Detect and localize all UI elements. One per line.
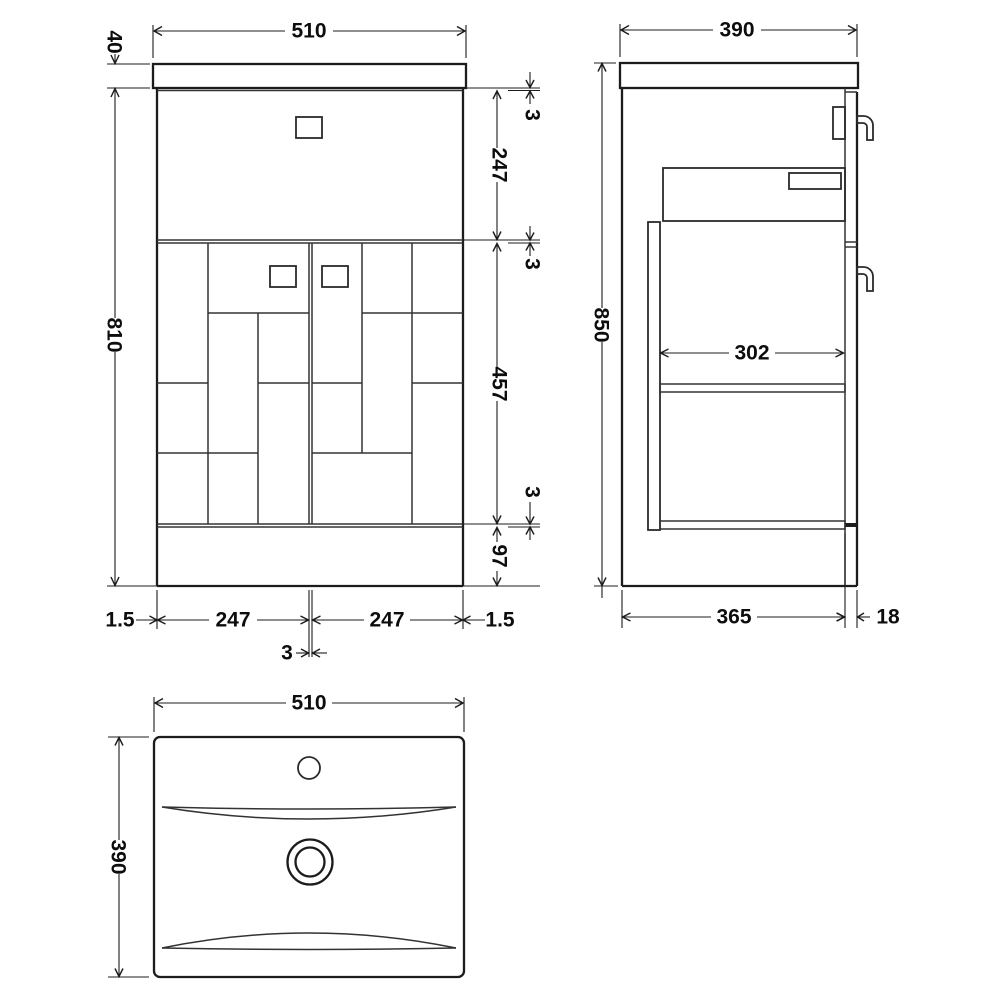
side-elevation-view: 390 850 302 365 <box>590 19 900 629</box>
dim-label-internal-depth: 302 <box>734 342 769 365</box>
internal-shelf <box>659 383 846 393</box>
dim-plan-width: 510 <box>153 692 465 732</box>
dim-label-mid-gap: 3 <box>521 258 544 270</box>
basin-recess-slot <box>788 172 842 190</box>
basin-recess-box <box>662 167 846 222</box>
basin-front-edge-curves <box>161 932 457 951</box>
dim-label-plan-depth: 390 <box>107 839 130 874</box>
dim-plan-depth: 390 <box>107 735 149 979</box>
dim-front-right-chain: 3 247 3 457 3 <box>463 72 544 588</box>
front-right-door-block-pattern <box>312 243 463 524</box>
front-left-door-block-pattern <box>157 243 309 524</box>
dim-front-worktop-and-height: 40 810 <box>103 30 157 588</box>
dim-label-top-gap: 3 <box>521 109 544 121</box>
dim-side-bottom-chain: 365 18 <box>620 533 900 629</box>
dim-label-plinth-height: 97 <box>488 544 511 567</box>
waste-drain <box>286 838 334 886</box>
dim-label-door-height: 457 <box>488 366 511 401</box>
dim-label-centre-gap: 3 <box>281 642 293 665</box>
dim-side-overall-depth: 390 <box>619 19 858 57</box>
dim-label-plan-width: 510 <box>291 692 326 715</box>
dim-side-internal-depth: 302 <box>658 342 846 365</box>
dim-side-overall-height: 850 <box>590 61 618 598</box>
dim-label-worktop-thickness: 40 <box>103 30 126 53</box>
dim-label-side-height: 850 <box>590 307 613 342</box>
basin-back-edge-curves <box>161 806 457 820</box>
front-elevation-view: 510 40 810 <box>103 20 544 665</box>
side-cabinet-outline <box>620 88 857 588</box>
dim-label-carcass-depth: 365 <box>716 606 751 629</box>
side-internal-structure <box>647 167 846 531</box>
dim-label-left-margin: 1.5 <box>105 609 135 632</box>
basin-outline <box>152 735 466 979</box>
dim-label-bottom-gap: 3 <box>521 486 544 498</box>
dim-label-side-depth: 390 <box>719 19 754 42</box>
tap-hole <box>297 756 321 780</box>
overflow-slot <box>295 116 323 139</box>
dim-label-upper-panel-height: 247 <box>488 147 511 182</box>
hinge-plate <box>832 106 846 140</box>
top-hinge-hook <box>856 115 874 141</box>
dim-label-right-margin: 1.5 <box>485 609 515 632</box>
side-door-bottom-joint <box>845 523 857 527</box>
dim-label-door-thickness: 18 <box>876 606 900 629</box>
front-door-centre-gap <box>308 243 313 524</box>
dim-front-overall-width: 510 <box>152 20 467 58</box>
dim-label-left-door-width: 247 <box>215 609 250 632</box>
dim-label-cabinet-height: 810 <box>103 317 126 352</box>
basin-plan-view: 510 390 <box>107 692 466 979</box>
dim-label-right-door-width: 247 <box>369 609 404 632</box>
side-door-edge <box>845 91 859 586</box>
front-cabinet-outline <box>155 88 465 588</box>
cabinet-bottom-panel <box>659 520 846 530</box>
front-worktop <box>151 62 468 90</box>
dim-front-bottom-chain: 1.5 247 247 1.5 3 <box>105 590 515 665</box>
inner-front-panel <box>647 221 661 531</box>
left-door-handle <box>269 265 297 288</box>
bottom-hinge-hook <box>856 266 874 292</box>
dim-label-front-width: 510 <box>291 20 326 43</box>
right-door-handle <box>321 265 349 288</box>
side-worktop <box>618 61 860 90</box>
